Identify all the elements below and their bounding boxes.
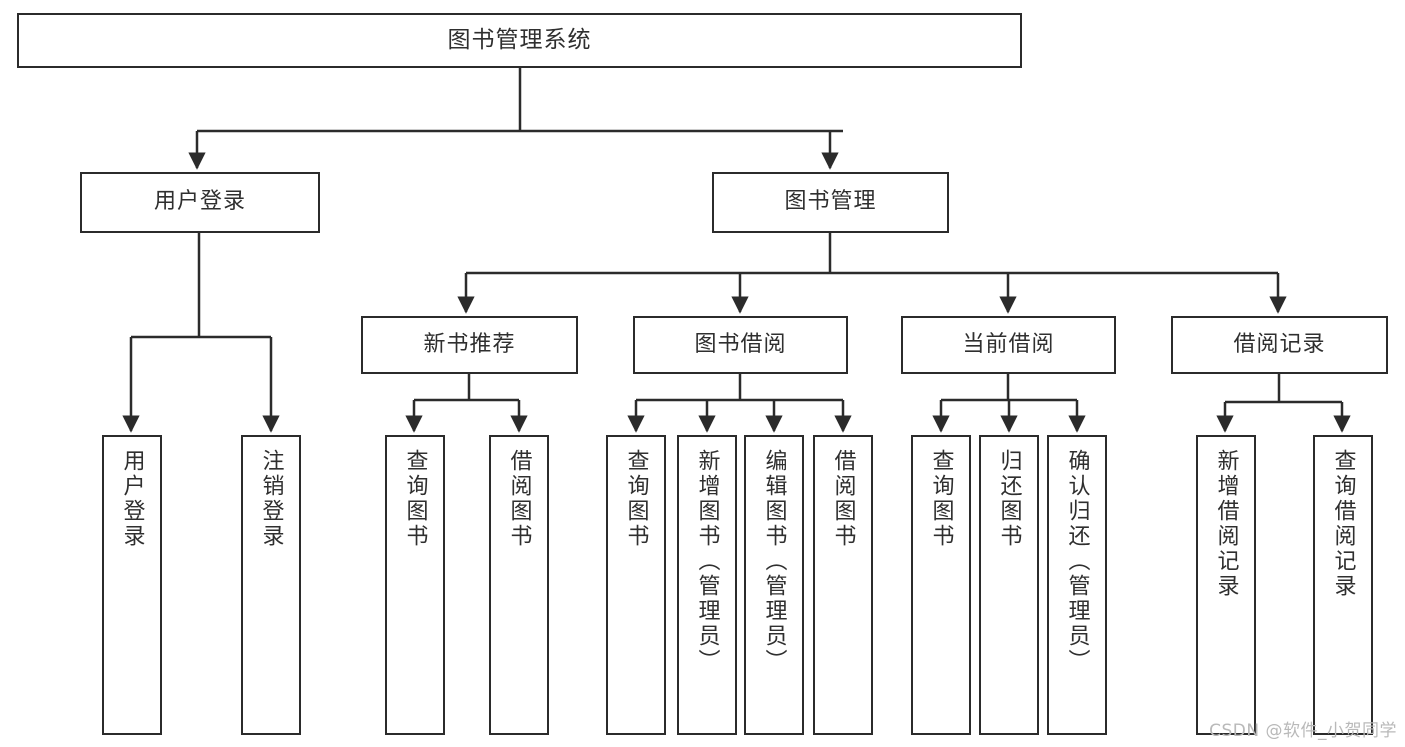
node-label: 新书推荐 <box>423 331 516 357</box>
node-leaf-current-borrow-return[interactable]: 归还图书 <box>979 435 1039 735</box>
node-label: 查询图书 <box>928 449 954 549</box>
node-user-login[interactable]: 用户登录 <box>80 172 320 233</box>
node-label: 当前借阅 <box>962 331 1055 357</box>
node-label: 借阅图书 <box>506 449 532 549</box>
node-label: 查询图书 <box>623 449 649 549</box>
node-label: 用户登录 <box>119 449 145 549</box>
node-label: 图书管理 <box>784 189 877 215</box>
node-book-borrow[interactable]: 图书借阅 <box>633 316 848 374</box>
node-current-borrow[interactable]: 当前借阅 <box>901 316 1116 374</box>
node-label: 借阅图书 <box>830 449 856 549</box>
node-leaf-current-borrow-query[interactable]: 查询图书 <box>911 435 971 735</box>
node-root-book-management-system[interactable]: 图书管理系统 <box>17 13 1022 68</box>
node-label: 图书借阅 <box>694 331 787 357</box>
node-label: 图书管理系统 <box>447 26 592 53</box>
node-label: 新增图书（管理员） <box>694 449 720 674</box>
node-leaf-book-borrow-edit[interactable]: 编辑图书（管理员） <box>744 435 804 735</box>
node-leaf-book-borrow-borrow[interactable]: 借阅图书 <box>813 435 873 735</box>
node-label: 查询图书 <box>402 449 428 549</box>
node-leaf-book-borrow-query[interactable]: 查询图书 <box>606 435 666 735</box>
node-leaf-current-borrow-confirm-return[interactable]: 确认归还（管理员） <box>1047 435 1107 735</box>
node-leaf-new-book-query[interactable]: 查询图书 <box>385 435 445 735</box>
node-label: 新增借阅记录 <box>1213 449 1239 599</box>
node-label: 借阅记录 <box>1233 331 1326 357</box>
node-label: 归还图书 <box>996 449 1022 549</box>
node-label: 用户登录 <box>153 189 246 215</box>
node-new-book-recommend[interactable]: 新书推荐 <box>361 316 578 374</box>
node-leaf-borrow-record-add[interactable]: 新增借阅记录 <box>1196 435 1256 735</box>
node-label: 注销登录 <box>258 449 284 549</box>
node-leaf-user-login-login[interactable]: 用户登录 <box>102 435 162 735</box>
node-leaf-user-login-logout[interactable]: 注销登录 <box>241 435 301 735</box>
node-leaf-borrow-record-query[interactable]: 查询借阅记录 <box>1313 435 1373 735</box>
node-label: 确认归还（管理员） <box>1064 449 1090 674</box>
node-leaf-new-book-borrow[interactable]: 借阅图书 <box>489 435 549 735</box>
node-book-management[interactable]: 图书管理 <box>712 172 949 233</box>
node-label: 编辑图书（管理员） <box>761 449 787 674</box>
node-leaf-book-borrow-add[interactable]: 新增图书（管理员） <box>677 435 737 735</box>
node-borrow-record[interactable]: 借阅记录 <box>1171 316 1388 374</box>
node-label: 查询借阅记录 <box>1330 449 1356 599</box>
csdn-watermark: CSDN @软件_小贺同学 <box>1209 721 1397 741</box>
